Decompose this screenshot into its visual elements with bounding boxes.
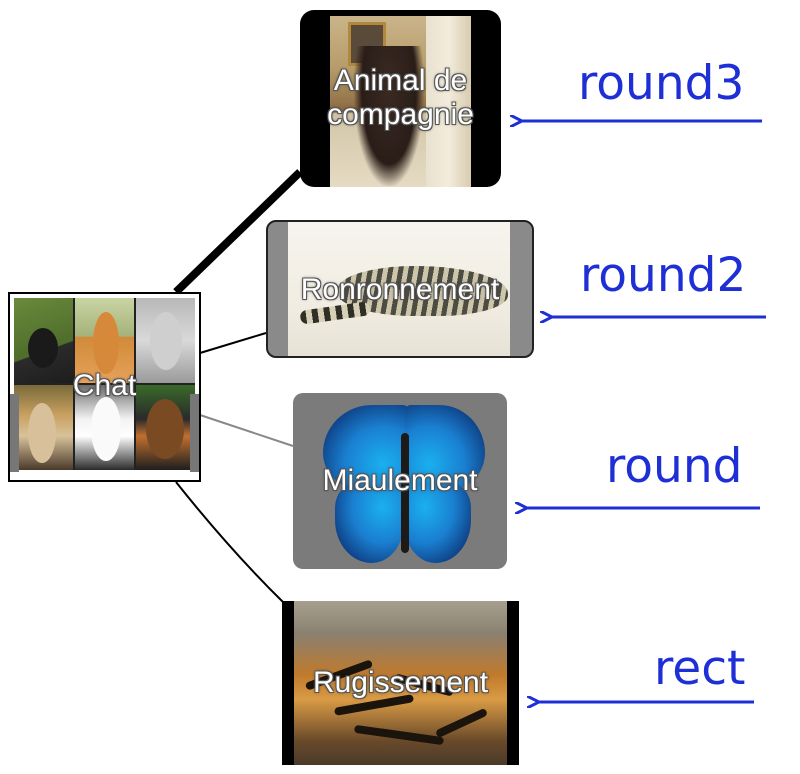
node-label: Ronronnement [300, 273, 500, 306]
butterfly-wing [405, 405, 485, 489]
node-animal-de-compagnie[interactable]: Animal de compagnie [300, 10, 501, 187]
node-chat[interactable]: Chat [8, 292, 201, 482]
node-ronronnement[interactable]: Ronronnement [266, 220, 534, 358]
cat-photo-grid [14, 298, 195, 470]
cat-photo [136, 298, 195, 383]
style-annotation-round3: round3 [578, 56, 745, 111]
edge-chat-to-miaulement [199, 414, 294, 447]
painting-image [330, 16, 471, 187]
tiger-image [294, 601, 507, 765]
butterfly-wing [405, 483, 471, 563]
node-miaulement[interactable]: Miaulement [293, 393, 507, 569]
style-annotation-round: round [606, 439, 743, 494]
edge-chat-to-rugissement [175, 481, 285, 604]
node-label: Chat [72, 369, 137, 402]
civet-image [288, 222, 510, 356]
cat-photo [14, 385, 73, 470]
butterfly-wing [335, 483, 403, 563]
style-annotation-round2: round2 [580, 248, 747, 303]
node-rugissement[interactable]: Rugissement [282, 601, 519, 765]
butterfly-image [323, 405, 409, 489]
cat-photo [136, 385, 195, 470]
frame-bar [10, 394, 19, 472]
edge-chat-to-animal-de-compagnie [173, 169, 303, 295]
node-label: Miaulement [322, 464, 478, 497]
style-annotation-rect: rect [654, 641, 746, 696]
cat-photo [75, 298, 134, 383]
cat-photo [75, 385, 134, 470]
node-label: Rugissement [312, 666, 489, 699]
edge-chat-to-ronronnement [199, 332, 267, 354]
node-label: Animal de compagnie [327, 64, 474, 131]
butterfly-body [401, 433, 409, 553]
cat-photo [14, 298, 73, 383]
frame-bar [190, 394, 199, 472]
